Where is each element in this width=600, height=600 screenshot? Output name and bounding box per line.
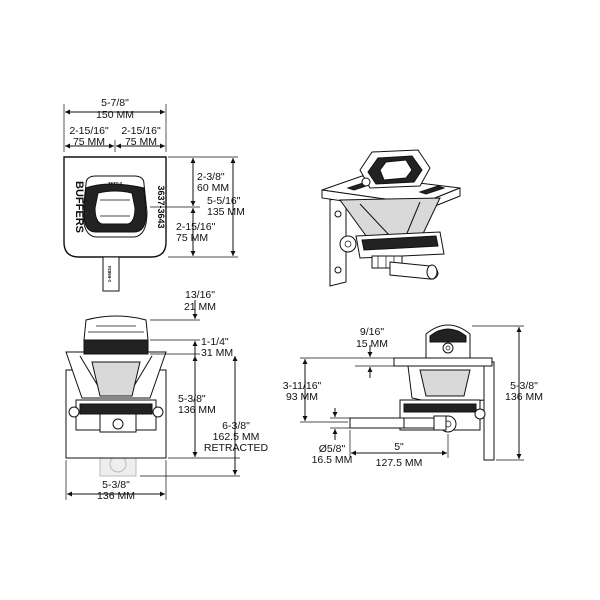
side-pin-length-metric: 127.5 MM: [376, 457, 423, 469]
top-view-handle-center: [94, 190, 136, 225]
side-pin: [349, 417, 405, 429]
top-half-left-imperial: 2-15/16": [69, 125, 109, 137]
top-lower-height-imperial: 2-15/16": [176, 221, 216, 233]
front-retracted-note: RETRACTED: [204, 442, 269, 454]
front-collar: [83, 339, 149, 355]
top-half-left-metric: 75 MM: [73, 136, 105, 148]
front-base-width-imperial: 5-3/8": [102, 479, 130, 491]
side-pin-diameter-imperial: Ø5/8": [319, 443, 346, 455]
top-lower-height-metric: 75 MM: [176, 232, 208, 244]
side-overall-height-metric: 136 MM: [505, 391, 543, 403]
top-view: 1-65834 3637-3 BUFFERS 3637-3643 5-7/8" …: [63, 97, 245, 292]
front-cap-height-metric: 21 MM: [184, 301, 216, 313]
front-base-width-metric: 136 MM: [97, 490, 135, 502]
side-pin-length-imperial: 5": [394, 441, 404, 453]
top-half-right-metric: 75 MM: [125, 136, 157, 148]
front-cap-height-imperial: 13/16": [185, 289, 215, 301]
front-retracted-metric: 162.5 MM: [213, 431, 260, 443]
isometric-view: [321, 149, 461, 287]
front-collar-height-imperial: 1-1/4": [201, 336, 229, 348]
top-view-handle-label: 3637-3: [108, 181, 123, 186]
side-flange-metric: 15 MM: [356, 338, 388, 350]
front-cap: [83, 315, 149, 341]
side-mount-plate: [483, 361, 495, 461]
side-pin-height-metric: 93 MM: [286, 391, 318, 403]
side-pin-diameter-metric: 16.5 MM: [312, 454, 353, 466]
top-view-stem-label: 1-65834: [107, 265, 112, 282]
top-view-stem: [102, 256, 120, 292]
front-body-height-metric: 136 MM: [178, 404, 216, 416]
top-width-metric: 150 MM: [96, 109, 134, 121]
side-flange-imperial: 9/16": [360, 326, 384, 338]
top-upper-height-imperial: 2-3/8": [197, 171, 225, 183]
top-view-stamp-buffers: BUFFERS: [73, 181, 85, 233]
iso-latch: [339, 235, 357, 253]
top-overall-height-metric: 135 MM: [207, 206, 245, 218]
top-width-imperial: 5-7/8": [101, 97, 129, 109]
side-overall-height-imperial: 5-3/8": [510, 380, 538, 392]
side-view: 9/16" 15 MM 3-11/16" 93 MM Ø5/8" 16.5 MM…: [283, 324, 543, 469]
front-retracted-imperial: 6-3/8": [222, 420, 250, 432]
top-half-right-imperial: 2-15/16": [121, 125, 161, 137]
side-top-flange: [393, 357, 493, 367]
top-overall-height-imperial: 5-5/16": [207, 195, 241, 207]
front-collar-height-metric: 31 MM: [201, 347, 233, 359]
top-upper-height-metric: 60 MM: [197, 182, 229, 194]
front-view: 13/16" 21 MM 1-1/4" 31 MM 5-3/8" 136 MM …: [65, 289, 269, 502]
top-view-body: [63, 156, 167, 258]
front-body-height-imperial: 5-3/8": [178, 393, 206, 405]
side-pin-height-imperial: 3-11/16": [283, 380, 322, 392]
